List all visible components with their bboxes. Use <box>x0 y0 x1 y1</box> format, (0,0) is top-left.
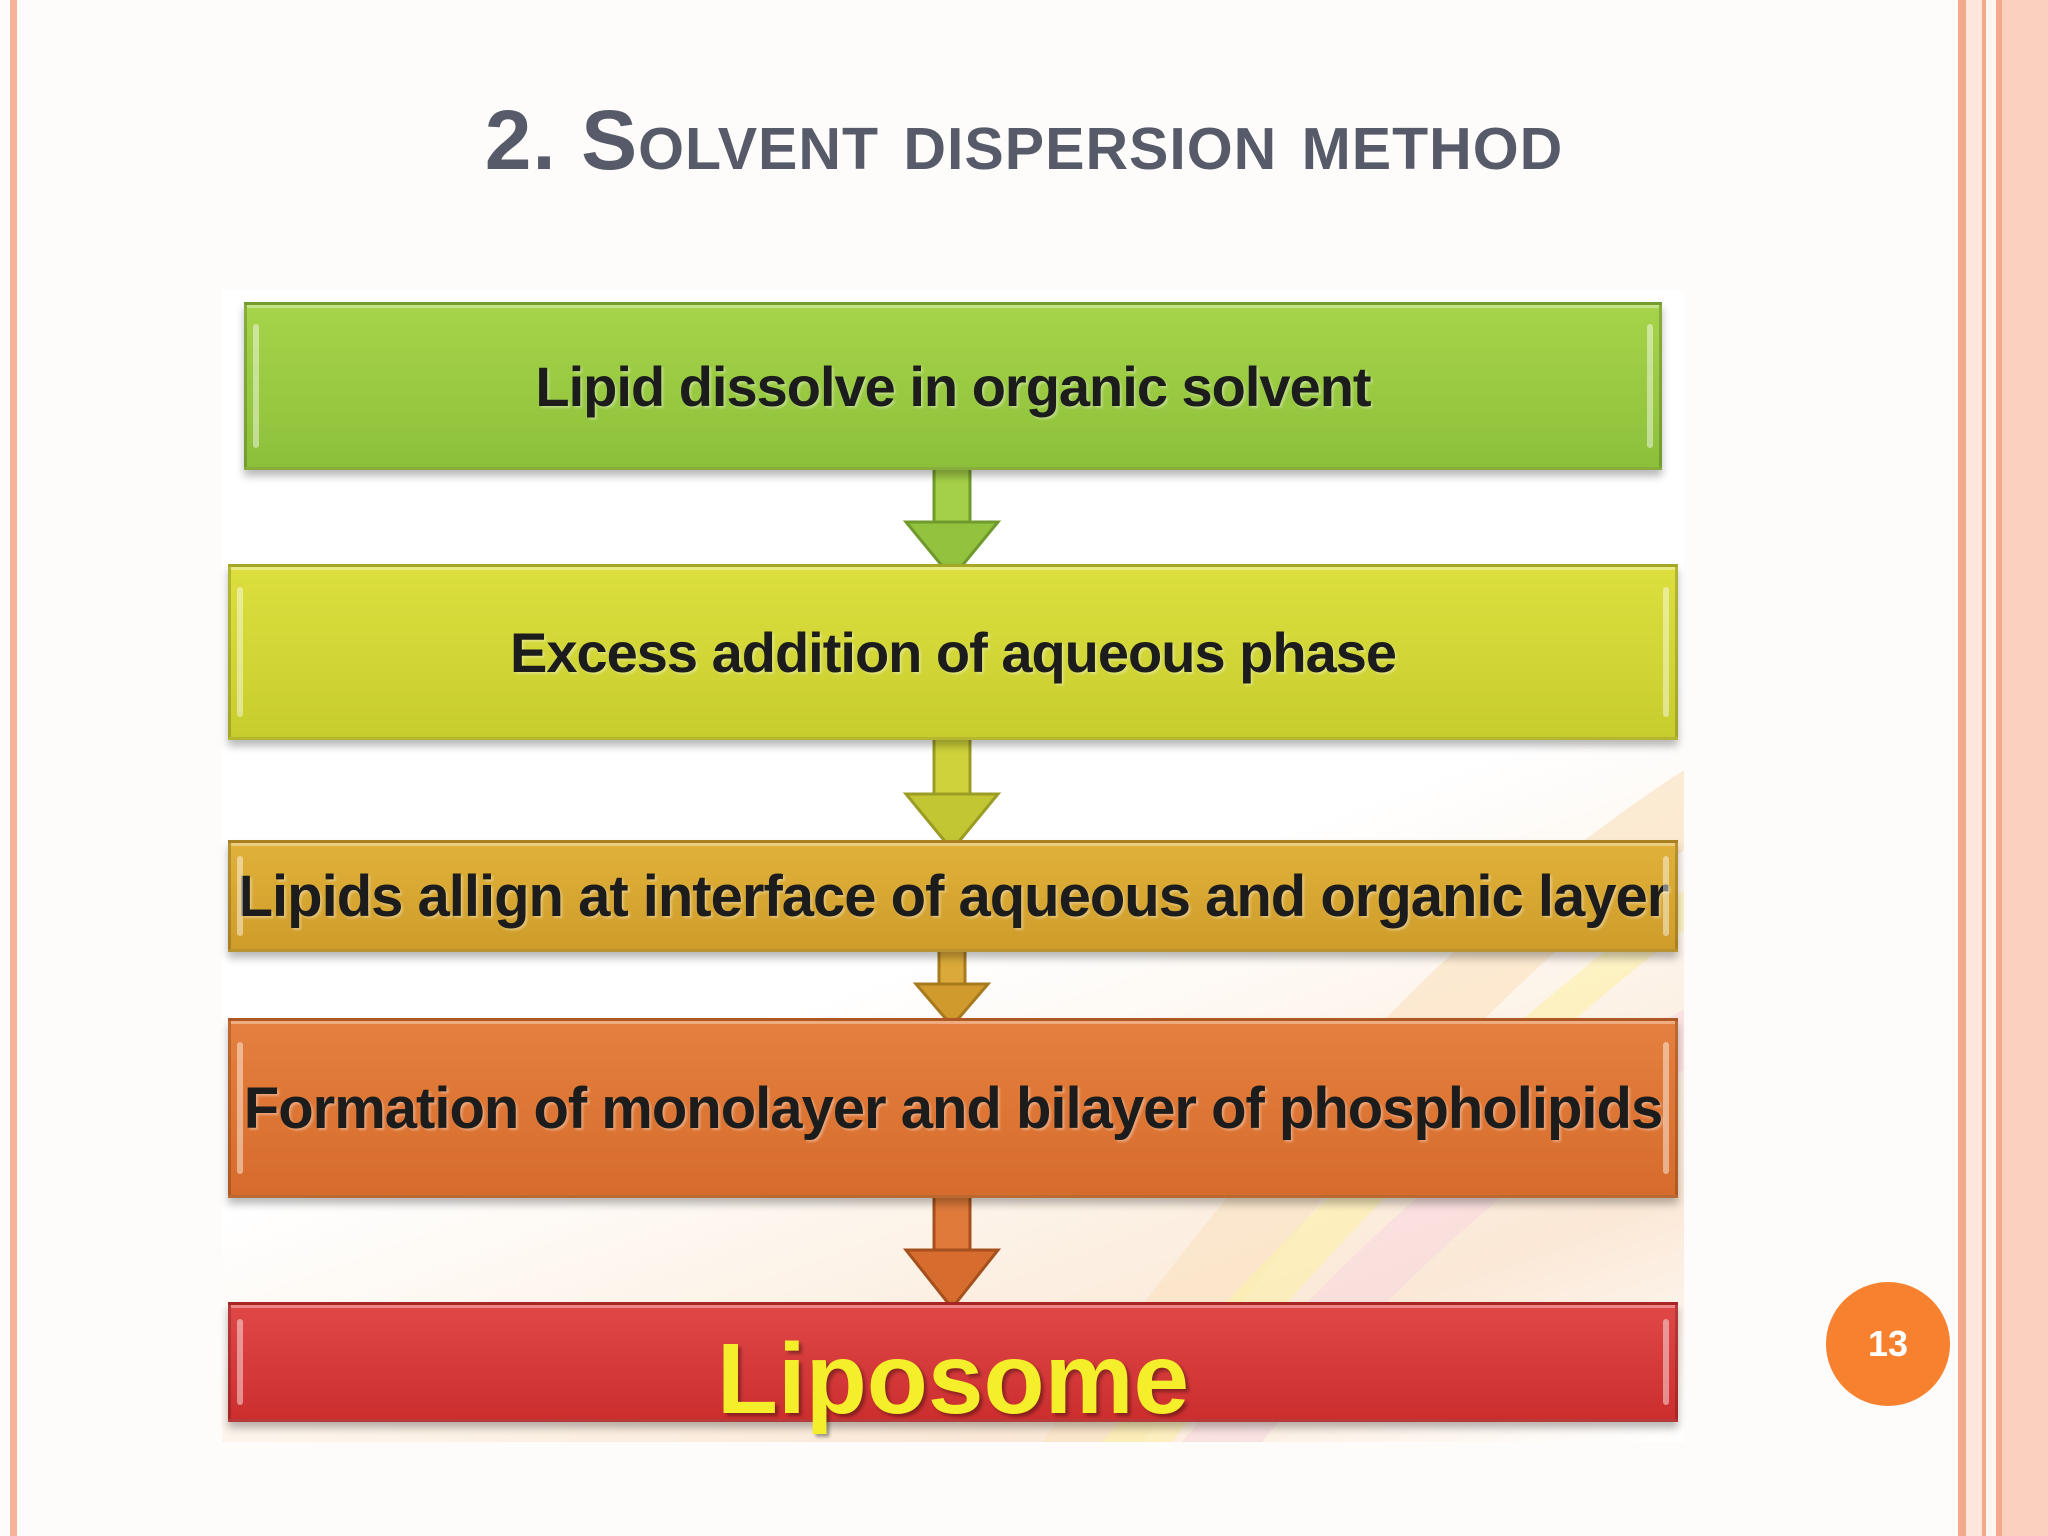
flow-step: Lipid dissolve in organic solvent <box>244 302 1662 470</box>
right-border-stripe <box>1986 0 1996 1536</box>
down-arrow-icon <box>902 724 1002 853</box>
flow-step: Lipids allign at interface of aqueous an… <box>228 840 1678 952</box>
left-border <box>10 0 17 1536</box>
page-number-badge: 13 <box>1826 1282 1950 1406</box>
flow-step: Formation of monolayer and bilayer of ph… <box>228 1018 1678 1198</box>
down-arrow-icon <box>902 1180 1002 1311</box>
right-border-stripe <box>1996 0 2002 1536</box>
flow-step: Excess addition of aqueous phase <box>228 564 1678 740</box>
slide-title: 2. Solvent dispersion method <box>484 93 1564 187</box>
result-label: Liposome <box>716 1323 1190 1435</box>
right-border-stripe <box>2002 0 2048 1536</box>
down-arrow-icon <box>912 936 992 1028</box>
flowchart-image: Lipid dissolve in organic solvent Excess… <box>222 290 1684 1442</box>
right-border-stripe <box>1958 0 1966 1536</box>
right-border-stripe <box>1982 0 1986 1536</box>
flow-step-result: Liposome <box>228 1302 1678 1435</box>
down-arrow-icon <box>902 452 1002 581</box>
right-border-stripe <box>1966 0 1982 1536</box>
